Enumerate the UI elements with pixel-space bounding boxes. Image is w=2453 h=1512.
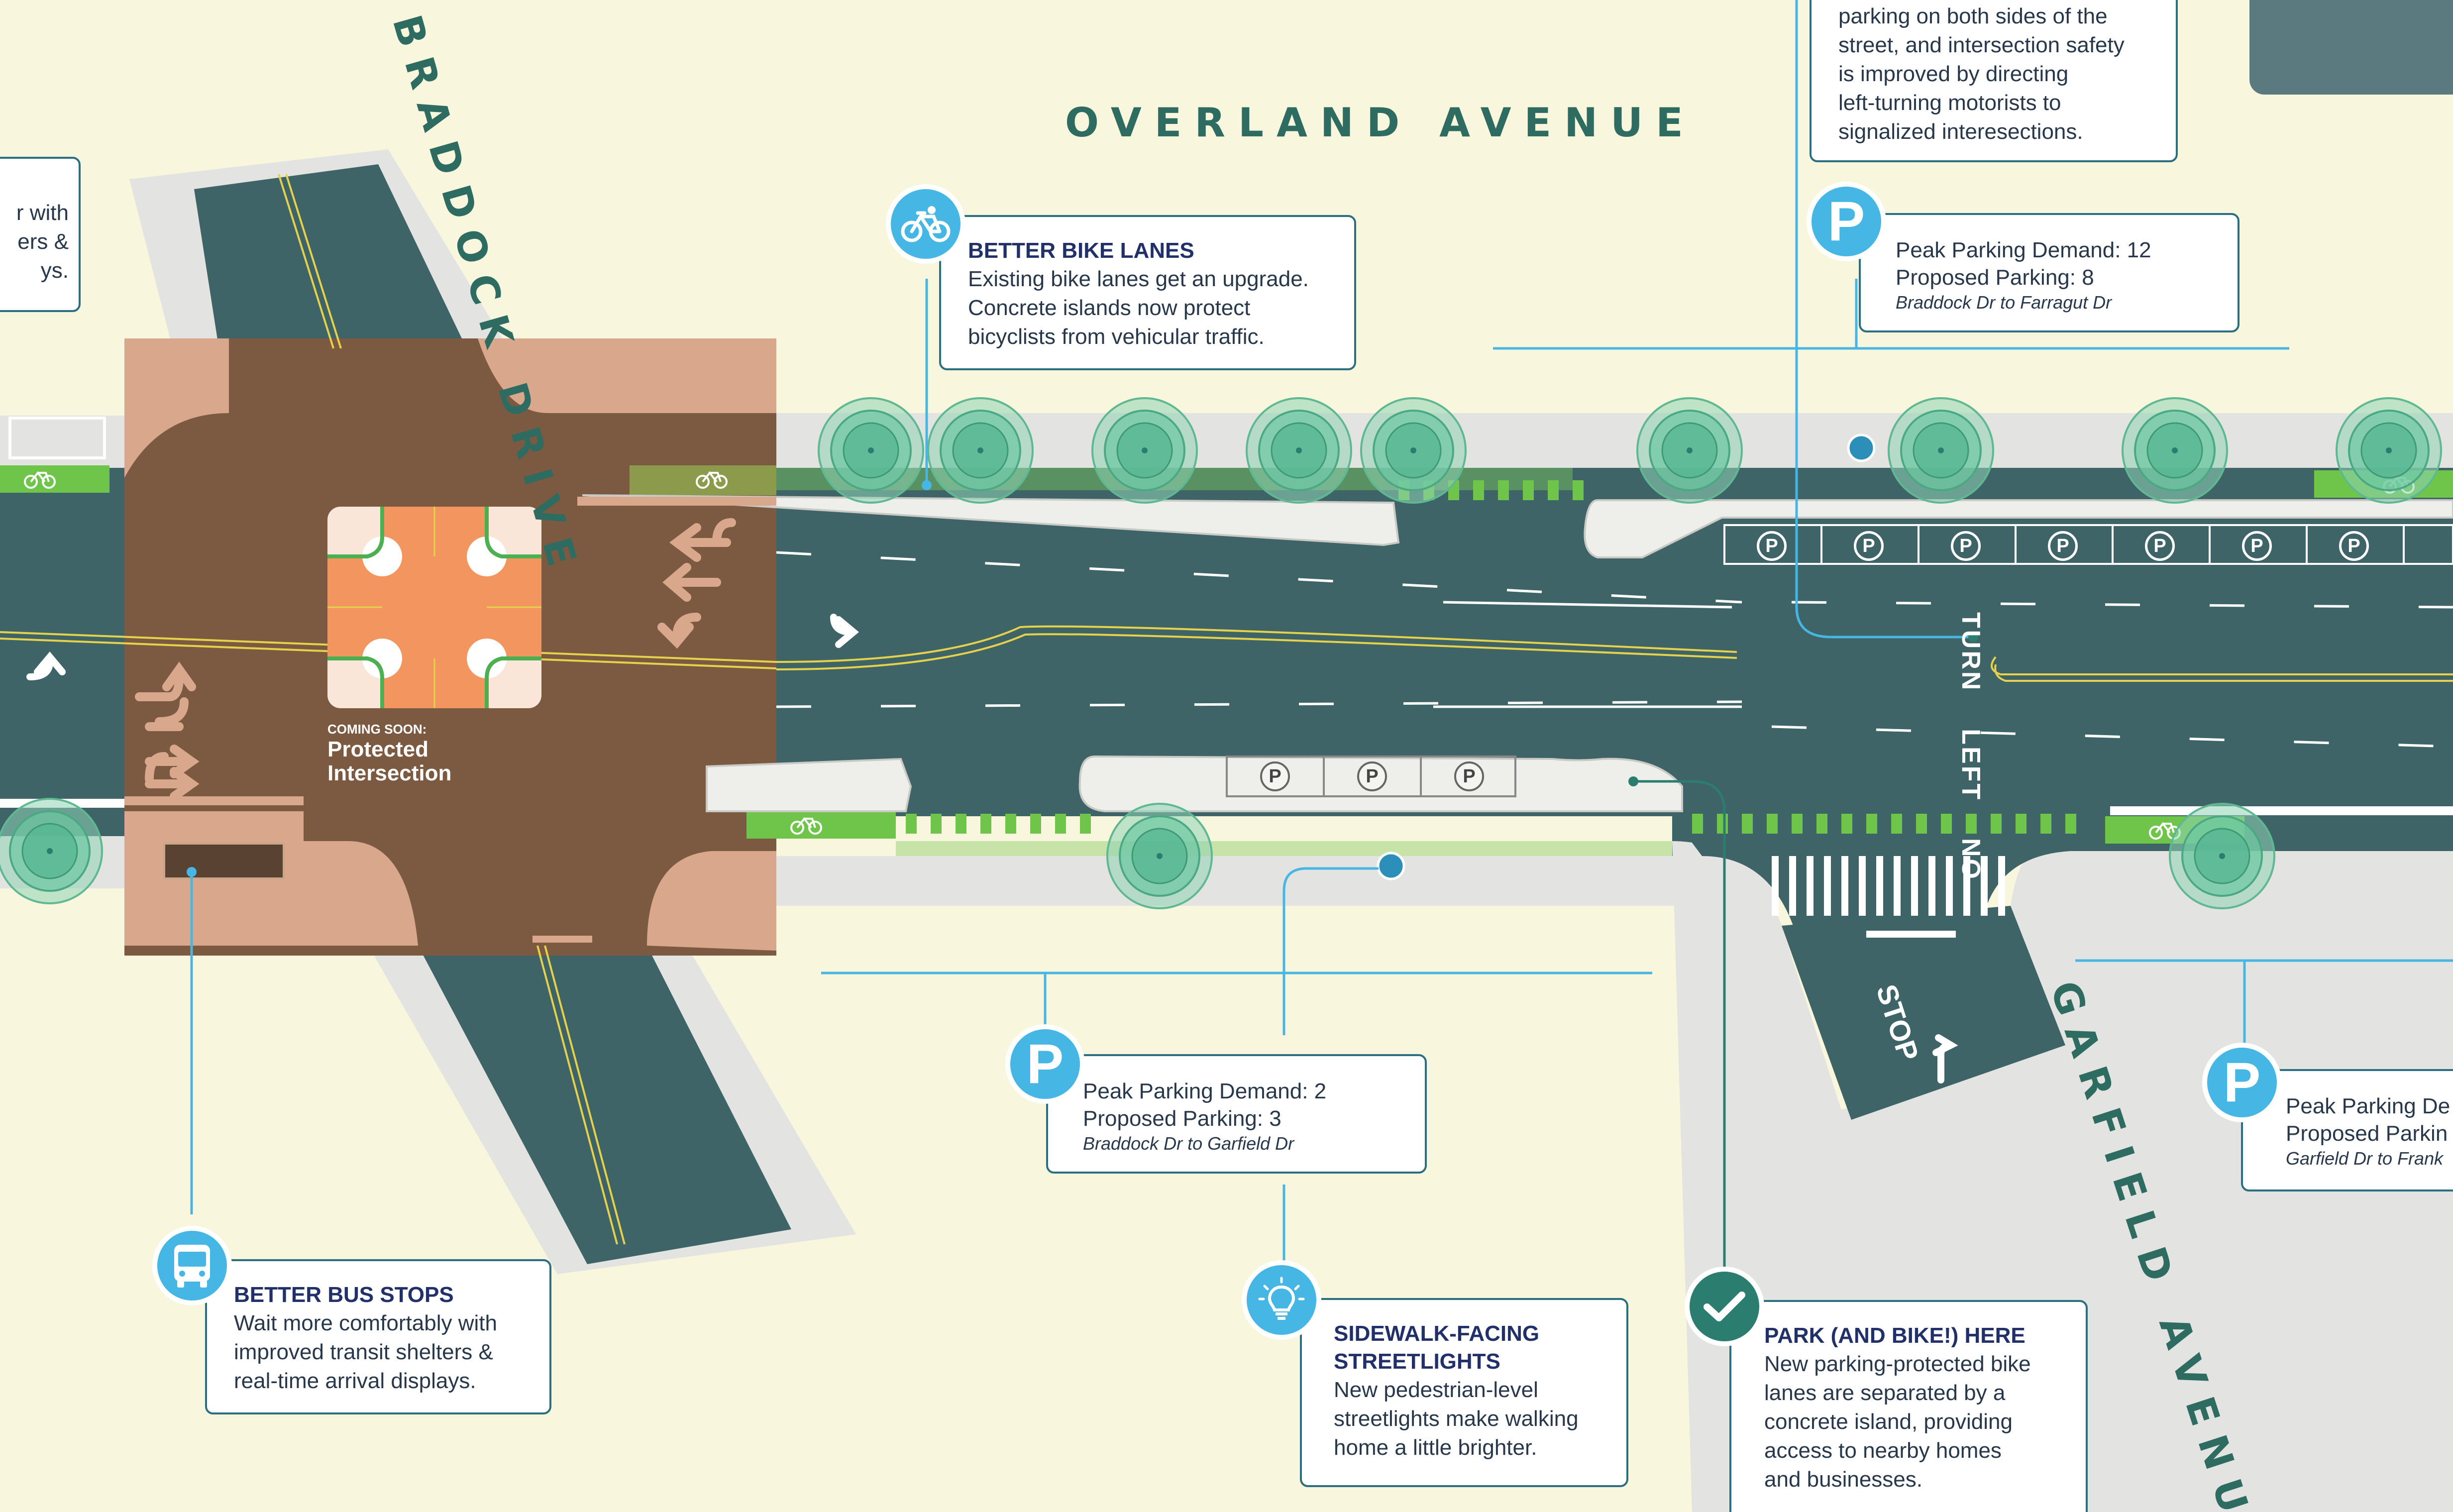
stall-p: P	[1757, 531, 1787, 561]
parking-stalls-south	[1226, 756, 1516, 797]
garfield-crosswalk	[1772, 856, 2005, 916]
stall-p: P	[1357, 761, 1387, 791]
callout-park-and-bike: PARK (AND BIKE!) HERE New parking-protec…	[1729, 1300, 2088, 1512]
lane-arrows	[135, 518, 736, 801]
callout-line: ys.	[40, 258, 69, 283]
parking-demand-text: Peak Parking Demand: 2	[1083, 1079, 1327, 1103]
streetlight-markers	[1377, 433, 1876, 880]
proposed-parking-text: Proposed Parkin	[2286, 1121, 2448, 1146]
callout-title: PARK (AND BIKE!) HERE	[1764, 1323, 2026, 1348]
callout-line: New pedestrian-level	[1334, 1378, 1538, 1402]
lightbulb-icon	[1242, 1260, 1321, 1340]
parking-segment-text: Braddock Dr to Farragut Dr	[1896, 292, 2112, 313]
protected-text: Protected	[327, 737, 428, 761]
callout-line: left-turning motorists to	[1838, 91, 2061, 115]
callout-line: ers &	[17, 229, 69, 254]
stall-p: P	[1951, 531, 1981, 561]
stall-p: P	[2339, 531, 2369, 561]
callout-line: street, and intersection safety	[1838, 33, 2125, 57]
callout-line: bicyclists from vehicular traffic.	[968, 324, 1265, 349]
callout-line: access to nearby homes	[1764, 1438, 2002, 1463]
stall-p: P	[2048, 531, 2078, 561]
parking-segment-text: Garfield Dr to Frank	[2286, 1148, 2444, 1169]
parking-icon-glyph: P	[2223, 1051, 2261, 1113]
callout-title: BETTER BUS STOPS	[234, 1283, 454, 1307]
callout-line: improved transit shelters &	[234, 1340, 493, 1364]
south-sidewalk	[776, 856, 1772, 906]
lane-lines	[776, 551, 2453, 748]
bus-icon	[152, 1226, 232, 1305]
callout-line: and businesses.	[1764, 1467, 1922, 1492]
bus-icon-glyph	[174, 1245, 210, 1288]
parking-icon-glyph: P	[1026, 1033, 1064, 1095]
callout-line: real-time arrival displays.	[234, 1369, 476, 1393]
check-icon	[1685, 1267, 1764, 1346]
intersection-text: Intersection	[327, 761, 452, 785]
parking-segment-text: Braddock Dr to Garfield Dr	[1083, 1133, 1294, 1154]
callout-line: concrete island, providing	[1764, 1409, 2013, 1434]
parking-icon: P	[2202, 1043, 2282, 1122]
callout-left-partial: r with ers & ys.	[0, 157, 81, 312]
coming-soon-label: COMING SOON: Protected Intersection	[327, 721, 451, 785]
no-left-turn-marking: TURN LEFT NO	[1956, 612, 1986, 881]
callout-leader-lines	[0, 0, 2453, 1274]
north-parking-island	[1584, 499, 2453, 558]
proposed-parking-text: Proposed Parking: 8	[1896, 265, 2094, 290]
callout-line: is improved by directing	[1838, 62, 2069, 86]
parking-stalls-north	[1723, 524, 2453, 565]
braddock-south-road	[418, 946, 791, 1264]
callout-title: SIDEWALK-FACING	[1334, 1321, 1540, 1346]
coming-soon-kicker: COMING SOON:	[327, 722, 427, 737]
parking-icon: P	[1005, 1024, 1085, 1104]
no-text: NO	[1956, 838, 1985, 881]
lightbulb-icon-glyph	[1258, 1277, 1305, 1320]
callout-top-right-partial: parking on both sides of the street, and…	[1810, 0, 2178, 162]
callout-title: BETTER BIKE LANES	[968, 238, 1194, 263]
map-inset	[2249, 0, 2453, 95]
callout-line: parking on both sides of the	[1838, 4, 2108, 28]
stall-p: P	[1260, 761, 1290, 791]
callout-better-bus-stops: BETTER BUS STOPS Wait more comfortably w…	[205, 1259, 551, 1414]
parking-icon: P	[1807, 182, 1886, 261]
callout-line: r with	[16, 201, 69, 225]
callout-title: STREETLIGHTS	[1334, 1349, 1500, 1374]
bus-shelter-west	[8, 417, 106, 459]
left-text: LEFT	[1956, 729, 1985, 802]
north-concrete-island	[582, 494, 1400, 546]
callout-line: New parking-protected bike	[1764, 1352, 2031, 1376]
bus-shelter-south	[163, 843, 285, 879]
stall-p: P	[2145, 531, 2175, 561]
callout-parking-top: Peak Parking Demand: 12 Proposed Parking…	[1859, 213, 2240, 332]
callout-streetlights: SIDEWALK-FACING STREETLIGHTS New pedestr…	[1300, 1298, 1628, 1487]
stall-p: P	[1454, 761, 1484, 791]
turn-text: TURN	[1956, 612, 1985, 692]
stall-p: P	[1854, 531, 1884, 561]
callout-line: Existing bike lanes get an upgrade.	[968, 267, 1309, 291]
bicycle-icon	[886, 184, 965, 264]
parking-icon-glyph: P	[1827, 190, 1865, 252]
overland-avenue-label: OVERLAND AVENUE	[1065, 100, 1696, 146]
parking-demand-text: Peak Parking De	[2286, 1094, 2451, 1118]
check-icon-glyph	[1704, 1292, 1745, 1321]
bicycle-icon-glyph	[901, 206, 951, 242]
bike-crossing-dashes-south	[906, 814, 2076, 834]
callout-parking-mid: Peak Parking Demand: 2 Proposed Parking:…	[1046, 1054, 1427, 1174]
proposed-parking-text: Proposed Parking: 3	[1083, 1106, 1281, 1131]
callout-line: Concrete islands now protect	[968, 296, 1251, 320]
callout-line: Wait more comfortably with	[234, 1311, 497, 1335]
stall-p: P	[2242, 531, 2272, 561]
callout-better-bike-lanes: BETTER BIKE LANES Existing bike lanes ge…	[939, 215, 1356, 370]
callout-line: lanes are separated by a	[1764, 1381, 2006, 1405]
parking-demand-text: Peak Parking Demand: 12	[1896, 238, 2151, 262]
callout-line: streetlights make walking	[1334, 1406, 1579, 1431]
callout-line: signalized interesections.	[1838, 119, 2083, 144]
callout-line: home a little brighter.	[1334, 1435, 1537, 1460]
